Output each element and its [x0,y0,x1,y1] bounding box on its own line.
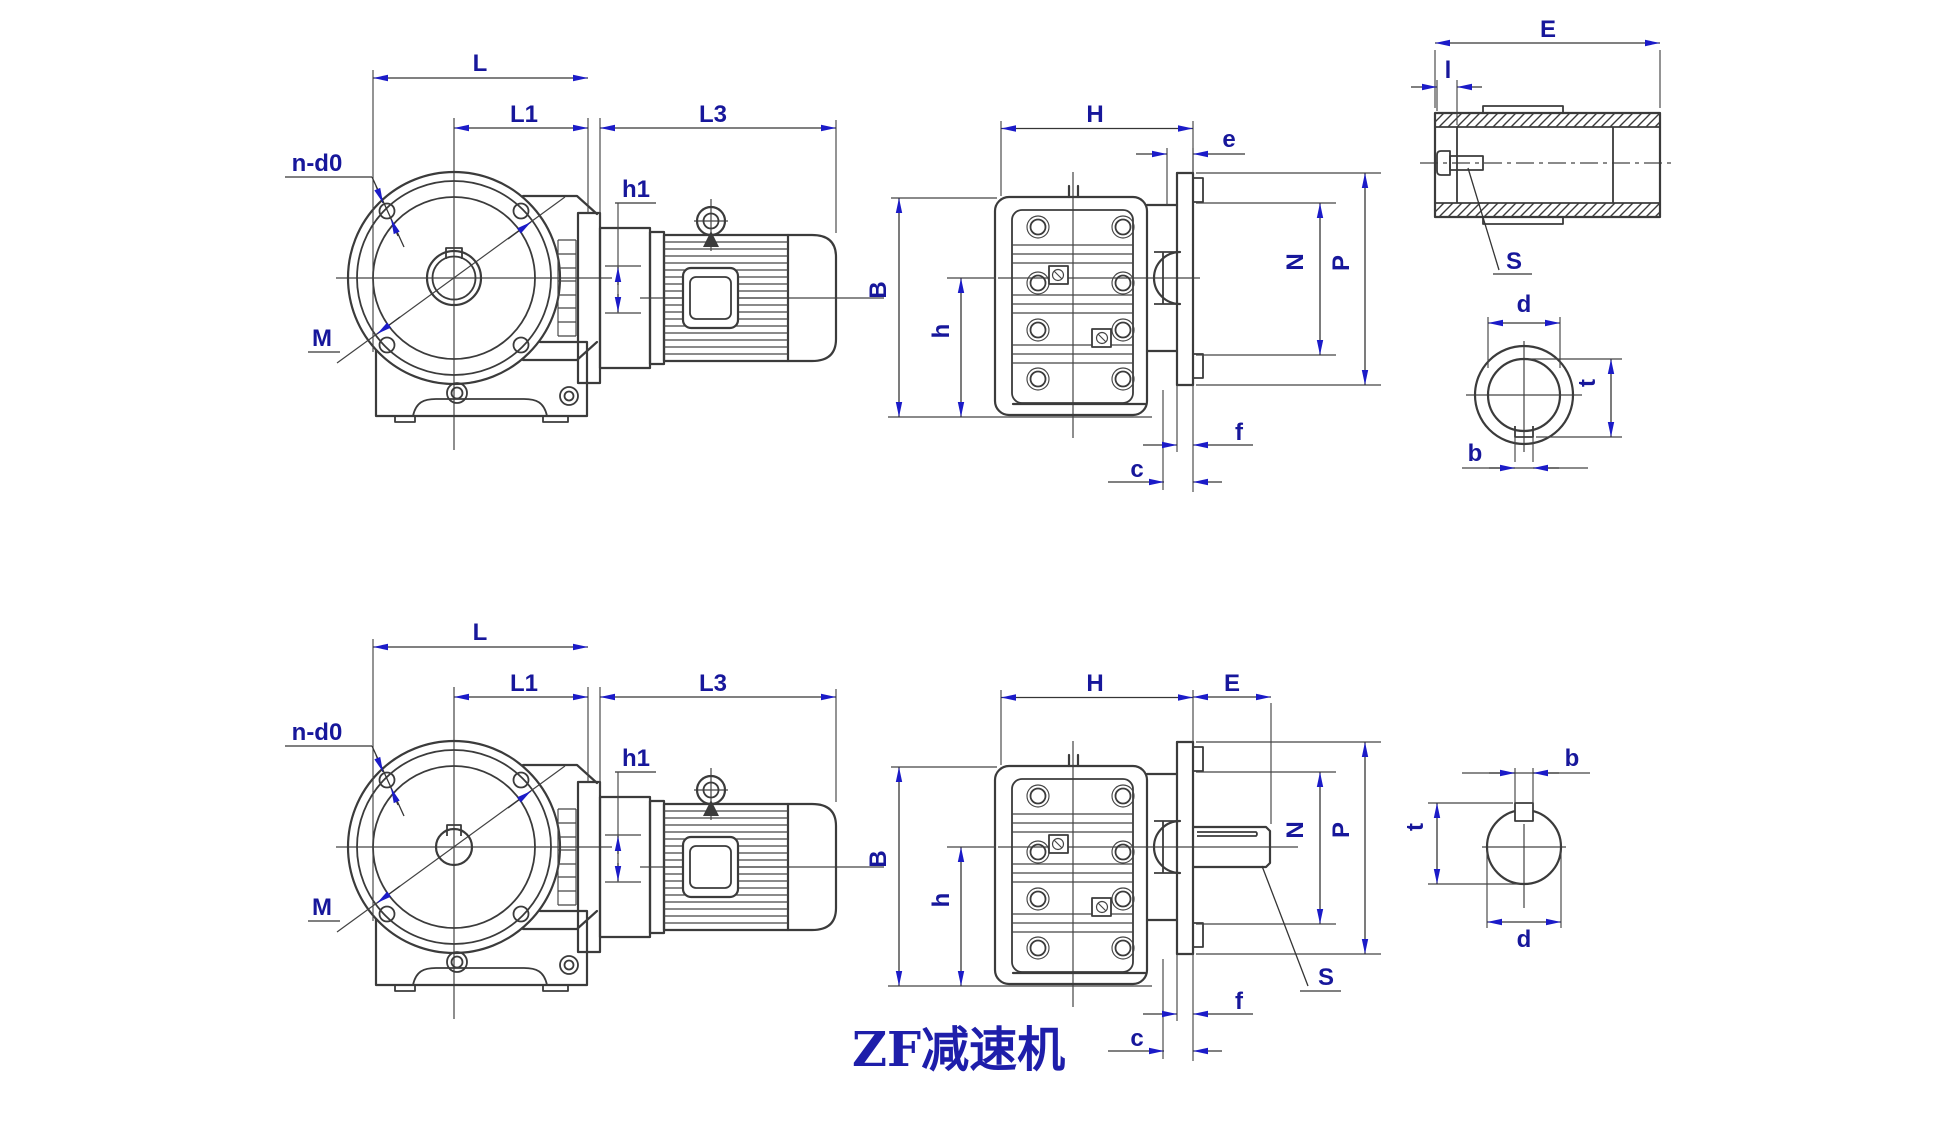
dim-label-N-row2: N [1282,821,1309,838]
row1-dim-E [1434,39,1661,108]
dim-label-b-row1: b [1468,440,1483,467]
dim-label-d-row2: d [1517,926,1532,953]
row2-dim-d [1486,850,1562,928]
dim-label-L1-row2: L1 [510,670,538,697]
dim-label-f-row1: f [1235,419,1244,446]
row2-solid-shaft-drawing: L L1 L3 n-d0 M h1 H E B h N P f c S b t … [285,619,1590,1061]
dim-label-b-row2: b [1565,745,1580,772]
row1-bore-end-view [1462,317,1622,472]
row1-hollow-shaft-section [1411,39,1676,275]
dim-label-h1-row2: h1 [622,745,650,772]
retaining-screw [1436,150,1484,176]
row2-output-shaft [1191,693,1341,992]
dim-label-H-row1: H [1086,101,1103,128]
dim-label-L3-row2: L3 [699,670,727,697]
dim-label-h1-row1: h1 [622,176,650,203]
dim-label-L3-row1: L3 [699,101,727,128]
row1-dim-l [1411,80,1482,125]
dim-label-t-row2: t [1402,823,1429,831]
dim-label-H-row2: H [1086,670,1103,697]
row2-leader-S [1261,865,1341,992]
row2-shaft-end-view [1428,768,1590,928]
dim-label-B-row1: B [865,281,892,298]
row1-common-geometry [285,70,1381,492]
dim-label-M-row1: M [312,325,332,352]
row1-leader-S [1467,167,1532,275]
row2-solid-bore [434,824,474,867]
row1-dim-e [1136,148,1245,205]
drawing-title: ZF减速机 [852,1022,1065,1078]
dim-label-e-row1: e [1222,126,1235,153]
row2-dim-E [1193,693,1272,824]
dim-label-nd0-row2: n-d0 [292,719,343,746]
dim-label-E-row1: E [1540,16,1556,43]
dim-label-P-row2: P [1328,822,1355,838]
row2-dim-b [1462,768,1590,805]
dim-label-c-row2: c [1130,1025,1143,1052]
dim-label-h-row2: h [928,893,955,908]
dim-label-M-row2: M [312,894,332,921]
dim-label-N-row1: N [1282,253,1309,270]
dim-label-h-row1: h [928,324,955,339]
row1-hollow-bore [425,247,483,307]
dim-label-t-row1: t [1574,379,1601,387]
dim-label-L1-row1: L1 [510,101,538,128]
dim-label-nd0-row1: n-d0 [292,150,343,177]
shaft-keyway [1197,831,1258,837]
dim-label-S-row1: S [1506,248,1522,275]
row1-dim-t [1529,358,1622,438]
dim-label-c-row1: c [1130,456,1143,483]
dim-label-d-row1: d [1517,291,1532,318]
dim-label-L-row2: L [473,619,488,646]
dim-label-P-row1: P [1328,255,1355,271]
row2-dim-t [1428,802,1520,885]
dim-label-l-row1: l [1445,57,1452,84]
row2-common-geometry [285,639,1381,1061]
dim-label-B-row2: B [865,850,892,867]
dim-label-f-row2: f [1235,988,1244,1015]
dim-label-E-row2: E [1224,670,1240,697]
dim-label-S-row2: S [1318,964,1334,991]
row1-hollow-shaft-drawing: L L1 L3 n-d0 M h1 H e B h N P f c E l S … [285,16,1676,492]
shaft-key [1514,802,1534,822]
dim-label-L-row1: L [473,50,488,77]
